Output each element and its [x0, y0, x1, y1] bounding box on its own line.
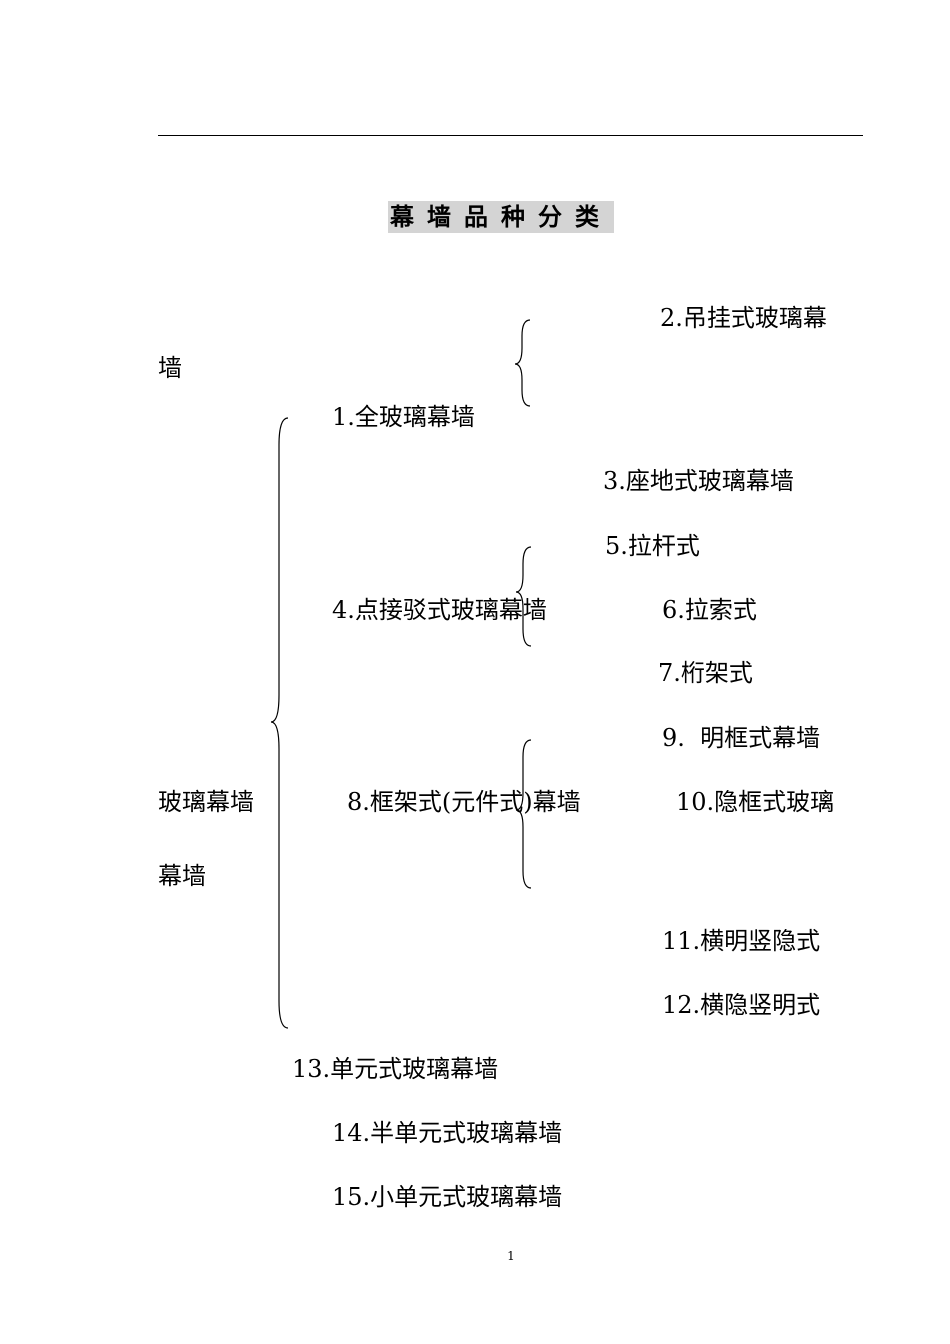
hanging-wrap: 墙 — [158, 354, 182, 382]
brace-point-supported — [515, 546, 532, 647]
page-number: 1 — [507, 1249, 515, 1263]
exposed-label: 9. 明框式幕墙 — [662, 724, 821, 752]
brace-root — [270, 417, 289, 1029]
frame-label: 8.框架式(元件式)幕墙 — [347, 788, 581, 816]
h-exposed-label: 11.横明竖隐式 — [662, 927, 821, 955]
small-unitized-label: 15.小单元式玻璃幕墙 — [332, 1183, 563, 1211]
brace-all-glass — [514, 319, 531, 407]
page-title: 幕墙品种分类 — [388, 201, 614, 233]
floor-label: 3.座地式玻璃幕墙 — [603, 467, 794, 495]
hidden-label: 10.隐框式玻璃 — [676, 788, 835, 816]
rod-label: 5.拉杆式 — [605, 532, 700, 560]
root-label: 玻璃幕墙 — [158, 788, 254, 816]
all-glass-label: 1.全玻璃幕墙 — [332, 403, 475, 431]
point-supported-label: 4.点接驳式玻璃幕墙 — [332, 596, 547, 624]
h-hidden-label: 12.横隐竖明式 — [662, 991, 821, 1019]
header-rule — [158, 135, 863, 136]
cable-label: 6.拉索式 — [662, 596, 757, 624]
truss-label: 7.桁架式 — [658, 659, 753, 687]
semi-unitized-label: 14.半单元式玻璃幕墙 — [332, 1119, 563, 1147]
unitized-label: 13.单元式玻璃幕墙 — [292, 1055, 499, 1083]
brace-frame — [515, 739, 532, 889]
hanging-label: 2.吊挂式玻璃幕 — [660, 304, 827, 332]
root-continuation: 幕墙 — [158, 862, 206, 890]
